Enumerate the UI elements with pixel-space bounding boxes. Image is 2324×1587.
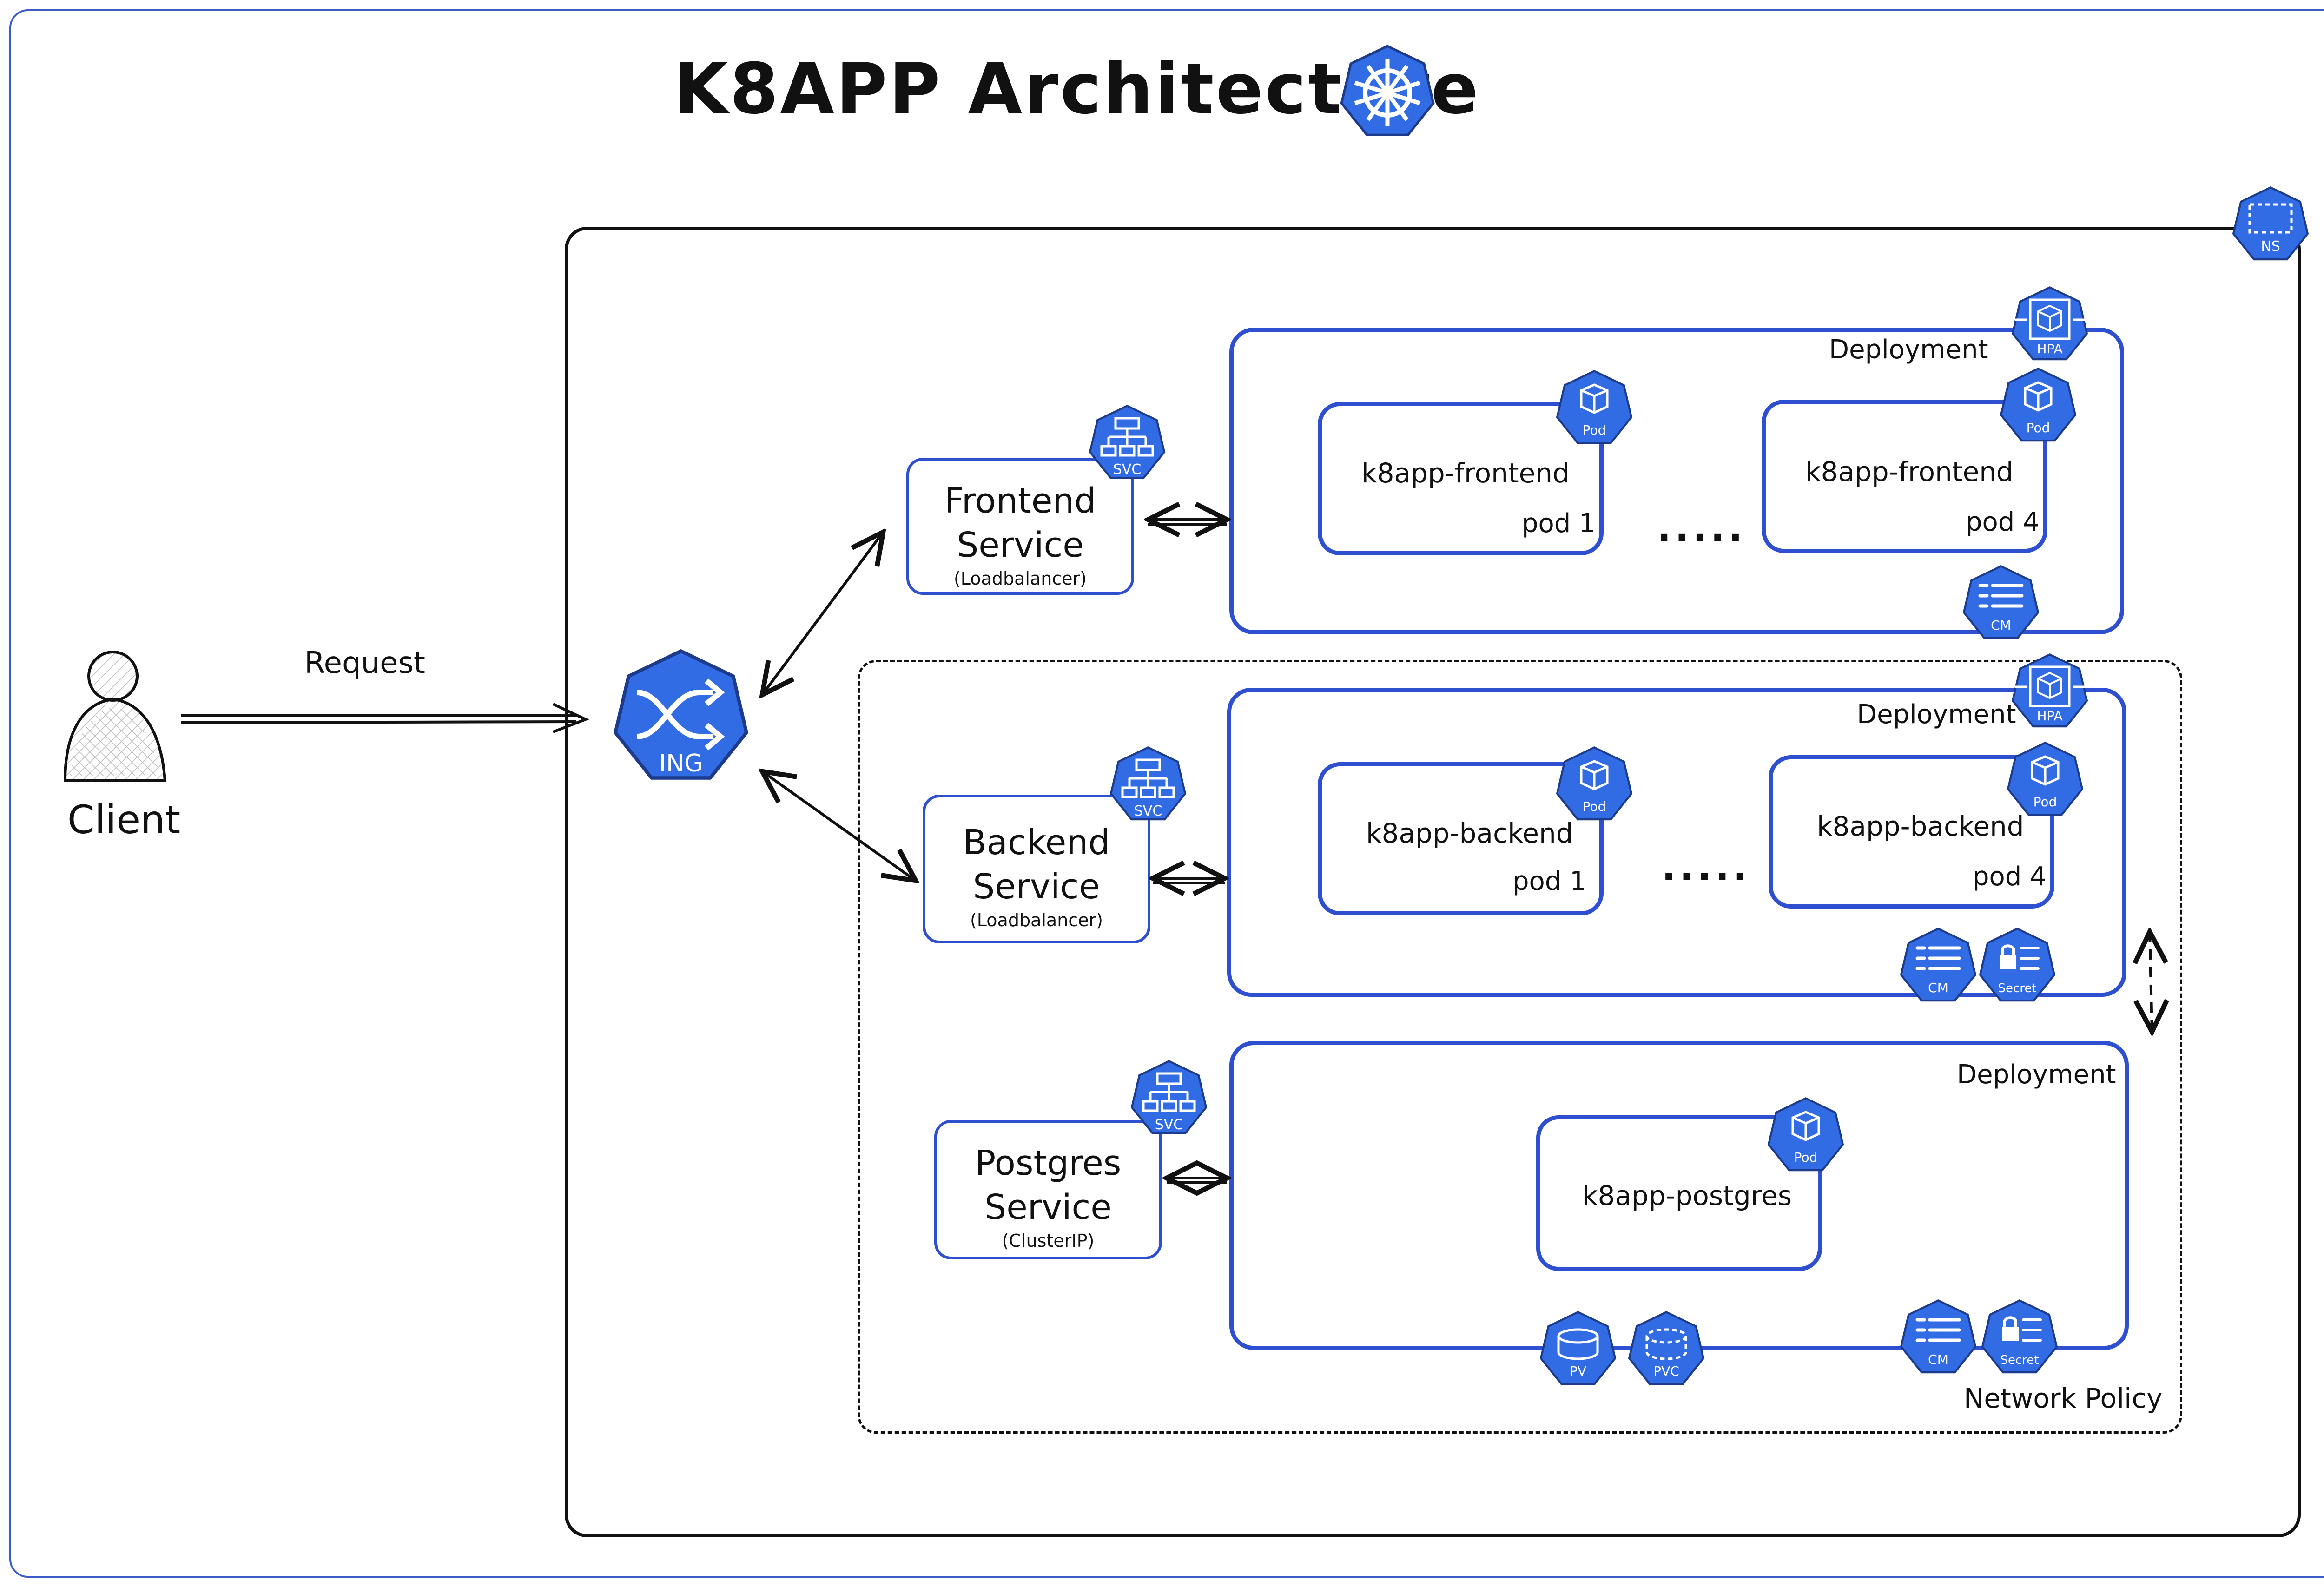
secret-label: Secret <box>1998 981 2036 995</box>
backend-pod-4[interactable]: k8app-backend pod 4 <box>1769 755 2054 909</box>
client-label: Client <box>67 797 181 843</box>
client-icon <box>63 651 167 782</box>
svc-label: SVC <box>1113 461 1142 478</box>
ingress-icon[interactable]: ING <box>615 651 746 778</box>
kubernetes-helm-icon <box>1341 46 1433 135</box>
postgres-pod[interactable]: k8app-postgres <box>1536 1115 1822 1271</box>
backend-deployment-label: Deployment <box>1857 699 2016 730</box>
backend-pod-1[interactable]: k8app-backend pod 1 <box>1318 762 1604 915</box>
frontend-ellipsis: ..... <box>1657 507 1746 550</box>
frontend-pod-4[interactable]: k8app-frontend pod 4 <box>1762 400 2047 553</box>
frontend-svc-icon: SVC <box>1090 406 1164 478</box>
pod-icon-label: Pod <box>2034 794 2057 810</box>
diagram-frame <box>9 9 2324 1578</box>
backend-service-type: (Loadbalancer) <box>970 910 1103 930</box>
frontend-service-type: (Loadbalancer) <box>953 568 1087 589</box>
pod-number: pod 1 <box>1522 508 1596 539</box>
postgres-service-word: Service <box>984 1187 1112 1227</box>
frontend-pod-1[interactable]: k8app-frontend pod 1 <box>1318 402 1604 555</box>
backend-pod-1-icon: Pod <box>1557 747 1631 819</box>
backend-service-word: Service <box>973 867 1100 907</box>
request-arrow <box>181 703 589 733</box>
pod-icon-label: Pod <box>1794 1150 1818 1165</box>
frontend-service-word: Service <box>957 525 1084 565</box>
network-policy-label: Network Policy <box>1964 1383 2163 1414</box>
pv-icon: PV <box>1541 1312 1615 1384</box>
pod-number: pod 4 <box>1973 862 2047 892</box>
pod-icon-label: Pod <box>1583 799 1606 814</box>
hpa-label: HPA <box>2037 708 2062 724</box>
ingress-backend-arrow <box>762 771 916 881</box>
network-policy-boundary <box>858 660 2182 1434</box>
frontend-cm-icon: CM <box>1964 566 2038 638</box>
backend-postgres-dashed-arrow <box>2150 932 2152 1032</box>
pod-number: pod 1 <box>1512 866 1586 896</box>
frontend-pod-4-icon: Pod <box>2001 369 2075 441</box>
secret-label: Secret <box>2000 1353 2039 1367</box>
frontend-service-name: Frontend <box>944 481 1096 521</box>
cm-label: CM <box>1991 618 2011 633</box>
pod-name: k8app-frontend <box>1805 456 2014 487</box>
backend-ellipsis: ..... <box>1662 846 1751 889</box>
pod-name: k8app-frontend <box>1361 457 1570 489</box>
pv-label: PV <box>1570 1363 1586 1379</box>
frontend-deployment-label: Deployment <box>1829 335 1988 365</box>
pod-name: k8app-backend <box>1817 810 2024 842</box>
backend-svc-icon: SVC <box>1111 747 1185 819</box>
cm-label: CM <box>1928 980 1948 995</box>
cm-label: CM <box>1928 1352 1948 1367</box>
pod-number: pod 4 <box>1966 507 2040 537</box>
svc-label: SVC <box>1155 1117 1183 1133</box>
pod-name: k8app-postgres <box>1582 1180 1792 1212</box>
pvc-label: PVC <box>1653 1363 1679 1379</box>
postgres-service-type: (ClusterIP) <box>1002 1231 1095 1251</box>
pod-icon-label: Pod <box>1583 422 1606 438</box>
postgres-deployment-label: Deployment <box>1957 1060 2116 1090</box>
postgres-svc-icon: SVC <box>1132 1061 1206 1133</box>
postgres-pod-icon: Pod <box>1769 1098 1843 1170</box>
postgres-service-name: Postgres <box>975 1143 1122 1183</box>
backend-cm-icon: CM <box>1901 928 1975 1001</box>
namespace-label: NS <box>2261 238 2280 255</box>
backend-hpa-icon: HPA <box>2013 654 2087 726</box>
svc-label: SVC <box>1134 803 1162 819</box>
frontend-pod-1-icon: Pod <box>1557 371 1631 443</box>
frontend-hpa-icon: HPA <box>2013 287 2087 359</box>
pod-name: k8app-backend <box>1366 817 1573 849</box>
pvc-icon: PVC <box>1629 1312 1703 1384</box>
backend-service-name: Backend <box>963 823 1110 863</box>
ingress-label: ING <box>659 750 703 777</box>
backend-secret-icon: Secret <box>1980 928 2054 1001</box>
namespace-icon: NS <box>2233 187 2308 259</box>
namespace-boundary <box>565 227 2301 1537</box>
ingress-frontend-arrow <box>762 532 883 695</box>
hpa-label: HPA <box>2037 341 2062 356</box>
postgres-secret-icon: Secret <box>1982 1300 2057 1372</box>
postgres-cm-icon: CM <box>1901 1300 1975 1372</box>
backend-pod-4-icon: Pod <box>2008 743 2082 815</box>
request-label: Request <box>304 646 425 680</box>
pod-icon-label: Pod <box>2027 420 2050 435</box>
